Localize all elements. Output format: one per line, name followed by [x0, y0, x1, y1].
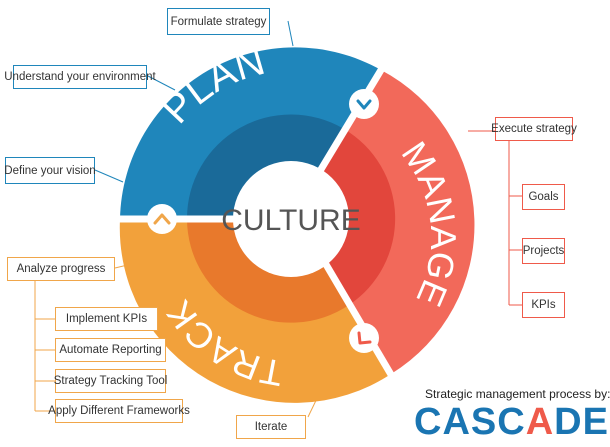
label-iterate: Iterate: [236, 415, 306, 439]
culture-center-circle: [233, 161, 349, 277]
brand-name-part-1: CASC: [414, 401, 526, 443]
connector-vision: [94, 169, 124, 183]
label-implement-kpis: Implement KPIs: [55, 307, 158, 331]
label-formulate-strategy: Formulate strategy: [167, 8, 270, 35]
label-projects: Projects: [522, 238, 565, 264]
manage-to-track-badge: [349, 323, 379, 353]
connector-understand: [147, 75, 176, 91]
label-define-vision: Define your vision: [4, 157, 96, 184]
manage-connectors: [468, 130, 522, 306]
label-analyze-progress: Analyze progress: [7, 257, 115, 281]
label-understand-environment: Understand your environment: [4, 65, 156, 89]
brand-name-highlight: A: [525, 401, 555, 443]
label-apply-frameworks: Apply Different Frameworks: [48, 399, 190, 423]
brand-name-part-2: DE: [554, 401, 609, 443]
label-execute-strategy: Execute strategy: [491, 117, 577, 141]
culture-label: CULTURE: [221, 204, 360, 237]
chevron-down-icon: [356, 99, 372, 110]
label-automate-reporting: Automate Reporting: [55, 338, 166, 362]
brand-tagline: Strategic management process by:: [425, 387, 610, 401]
segment-separators: [116, 63, 397, 380]
plan-inner-segment: [186, 114, 344, 219]
manage-inner-segment: [319, 129, 396, 305]
label-kpis: KPIs: [522, 292, 565, 318]
plan-connectors: [94, 20, 294, 183]
chevron-up-icon: [153, 213, 171, 225]
chevron-corner-icon: [357, 331, 372, 345]
label-goals: Goals: [522, 184, 565, 210]
connector-formulate: [287, 20, 294, 47]
track-to-plan-badge: [147, 204, 177, 234]
cascade-logo: CASCADE: [414, 402, 609, 442]
plan-to-manage-badge: [349, 89, 379, 119]
label-strategy-tracking-tool: Strategy Tracking Tool: [54, 369, 167, 393]
